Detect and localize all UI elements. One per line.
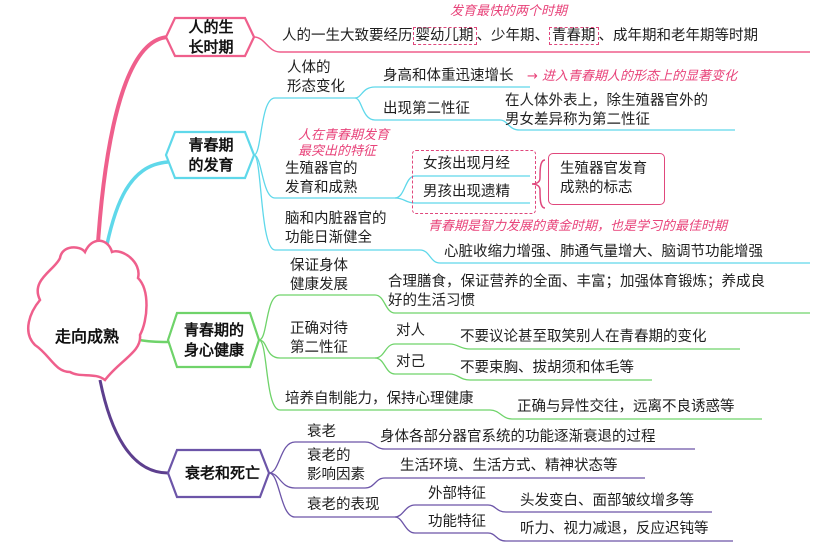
branch-label-line2: 身心健康 xyxy=(183,341,244,359)
summary-box xyxy=(548,153,665,205)
node-label-line2: 功能日渐健全 xyxy=(285,230,372,246)
node-label-line1: 生殖器官的 xyxy=(285,161,358,177)
detail-line2: 好的生活习惯 xyxy=(388,293,475,309)
aging-factors-detail: 生活环境、生活方式、精神状态等 xyxy=(400,458,618,474)
note-line1: 人在青春期发育 xyxy=(298,128,390,143)
node-label-line2: 健康发展 xyxy=(290,277,348,293)
external-signs-detail: 头发变白、面部皱纹增多等 xyxy=(520,493,694,509)
node-self-control: 培养自制能力，保持心理健康 xyxy=(285,391,474,407)
summary-line2: 成熟的标志 xyxy=(560,180,633,196)
note-golden-period: 青春期是智力发展的黄金时期，也是学习的最佳时期 xyxy=(428,219,728,234)
branch-physical-mental-health: 青春期的 身心健康 xyxy=(178,320,250,360)
node-label-line2: 影响因素 xyxy=(307,467,365,483)
maturity-sign-text: 生殖器官发育 成熟的标志 xyxy=(560,160,647,198)
node-label-line2: 第二性征 xyxy=(290,340,348,356)
aging-definition: 身体各部分器官系统的功能逐渐衰退的过程 xyxy=(380,429,656,445)
node-nocturnal-emission: 男孩出现遗精 xyxy=(423,184,510,200)
branch-label-line2: 长时期 xyxy=(188,38,234,56)
note-most-prominent: 人在青春期发育 最突出的特征 xyxy=(298,128,389,160)
secondary-sex-traits-definition: 在人体外表上，除生殖器官外的 男女差异称为第二性征 xyxy=(505,92,708,130)
text-prefix: 人的一生大致要经历 xyxy=(282,28,413,44)
branch-label-line2: 的发育 xyxy=(188,156,234,174)
toward-others-detail: 不要议论甚至取笑别人在青春期的变化 xyxy=(460,329,707,345)
brain-organs-detail: 心脏收缩力增强、肺通气量增大、脑调节功能增强 xyxy=(444,244,763,260)
branch-growth-periods: 人的生 长时期 xyxy=(176,17,246,57)
node-toward-self: 对己 xyxy=(396,354,425,370)
node-brain-organs: 脑和内脏器官的 功能日渐健全 xyxy=(285,210,387,248)
root-node: 走向成熟 xyxy=(55,327,120,346)
branch-label-line1: 青春期的 xyxy=(183,321,244,339)
growth-periods-text: 人的一生大致要经历婴幼儿期、少年期、青春期、成年期和老年期等时期 xyxy=(282,27,758,46)
node-label-line2: 发育和成熟 xyxy=(285,180,358,196)
node-label-line1: 正确对待 xyxy=(290,321,348,337)
node-secondary-sex-traits: 出现第二性征 xyxy=(383,101,470,117)
detail-line1: 合理膳食，保证营养的全面、丰富；加强体育锻炼；养成良 xyxy=(388,274,765,290)
node-label-line1: 衰老的 xyxy=(307,448,351,464)
node-aging-signs: 衰老的表现 xyxy=(307,497,380,513)
summary-line1: 生殖器官发育 xyxy=(560,161,647,177)
functional-signs-detail: 听力、视力减退，反应迟钝等 xyxy=(520,521,709,537)
branch-label-line1: 青春期 xyxy=(188,136,234,154)
root-cloud xyxy=(26,239,148,382)
toward-self-detail: 不要束胸、拔胡须和体毛等 xyxy=(460,360,634,376)
node-aging: 衰老 xyxy=(307,424,336,440)
note-shape-change: → 进入青春期人的形态上的显著变化 xyxy=(527,69,738,84)
dashed-group-box xyxy=(412,150,536,214)
detail-line2: 男女差异称为第二性征 xyxy=(505,112,650,128)
note-fastest-periods: 发育最快的两个时期 xyxy=(450,4,568,19)
note-line2: 最突出的特征 xyxy=(298,144,377,159)
text-suffix: 、成年期和老年期等时期 xyxy=(598,28,759,44)
node-label-line2: 形态变化 xyxy=(287,79,345,95)
node-aging-factors: 衰老的 影响因素 xyxy=(307,447,365,485)
branch-puberty-development: 青春期 的发育 xyxy=(176,135,246,175)
node-body-shape-change: 人体的 形态变化 xyxy=(287,59,345,97)
node-ensure-health: 保证身体 健康发展 xyxy=(290,257,348,295)
highlight-infancy: 婴幼儿期 xyxy=(412,27,477,45)
highlight-puberty: 青春期 xyxy=(549,27,599,45)
node-functional-signs: 功能特征 xyxy=(428,514,486,530)
node-treat-secondary-traits: 正确对待 第二性征 xyxy=(290,320,348,358)
node-toward-others: 对人 xyxy=(396,323,425,339)
node-external-signs: 外部特征 xyxy=(428,486,486,502)
self-control-detail: 正确与异性交往，远离不良诱惑等 xyxy=(517,399,735,415)
ensure-health-detail: 合理膳食，保证营养的全面、丰富；加强体育锻炼；养成良 好的生活习惯 xyxy=(388,273,765,311)
node-reproductive-organs: 生殖器官的 发育和成熟 xyxy=(285,160,358,198)
branch-label-line1: 人的生 xyxy=(188,18,234,36)
node-label-line1: 保证身体 xyxy=(290,258,348,274)
detail-line1: 在人体外表上，除生殖器官外的 xyxy=(505,93,708,109)
text-middle: 、少年期、 xyxy=(476,28,550,44)
node-height-weight: 身高和体重迅速增长 xyxy=(383,68,514,84)
node-label-line1: 脑和内脏器官的 xyxy=(285,211,387,227)
branch-aging-death: 衰老和死亡 xyxy=(184,464,260,482)
node-menstruation: 女孩出现月经 xyxy=(423,156,510,172)
node-label-line1: 人体的 xyxy=(287,60,331,76)
